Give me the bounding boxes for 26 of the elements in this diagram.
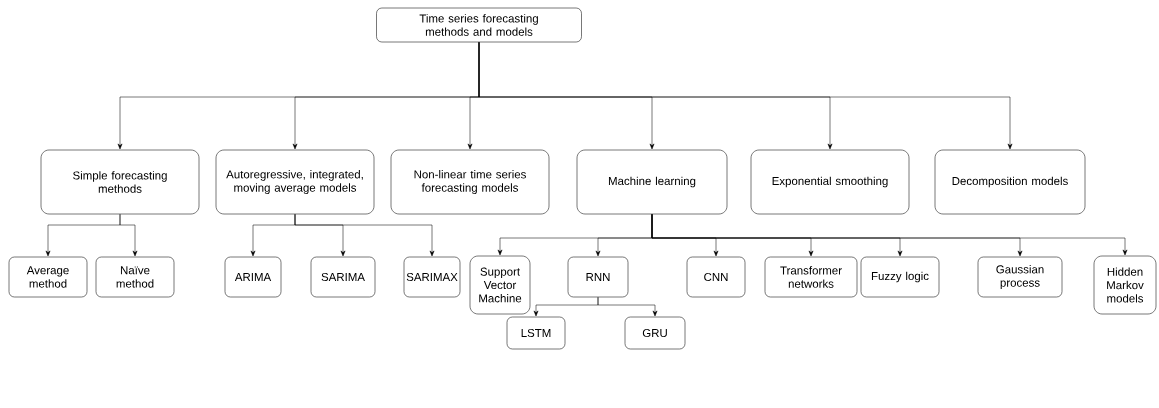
method-box: SARIMAX bbox=[403, 256, 461, 298]
method-box: RNN bbox=[567, 256, 629, 298]
method-box: Decomposition models bbox=[934, 149, 1086, 215]
method-box: Gaussian process bbox=[977, 256, 1063, 298]
method-box: Transformer networks bbox=[764, 256, 858, 298]
method-box: Naïve method bbox=[95, 256, 175, 298]
arrow bbox=[119, 214, 138, 257]
arrow bbox=[597, 297, 658, 317]
method-box: CNN bbox=[686, 256, 746, 298]
method-box: Autoregressive, integrated, moving average models bbox=[215, 149, 375, 215]
method-box: GRU bbox=[624, 316, 686, 350]
method-box: Hidden Markov models bbox=[1093, 255, 1157, 315]
method-box: Average method bbox=[8, 256, 88, 298]
method-box: Exponential smoothing bbox=[750, 149, 910, 215]
title-box: Time series forecasting methods and models bbox=[376, 7, 582, 43]
method-box: Non-linear time series forecasting models bbox=[390, 149, 550, 215]
arrow bbox=[294, 214, 435, 257]
method-box: SARIMA bbox=[310, 256, 376, 298]
method-box: Machine learning bbox=[576, 149, 728, 215]
method-box: Simple forecasting methods bbox=[40, 149, 200, 215]
method-box: ARIMA bbox=[224, 256, 282, 298]
method-box: Support Vector Machine bbox=[469, 255, 531, 315]
method-box: LSTM bbox=[506, 316, 566, 350]
arrow bbox=[651, 214, 1128, 256]
method-box: Fuzzy logic bbox=[860, 256, 940, 298]
arrow bbox=[478, 42, 1013, 150]
